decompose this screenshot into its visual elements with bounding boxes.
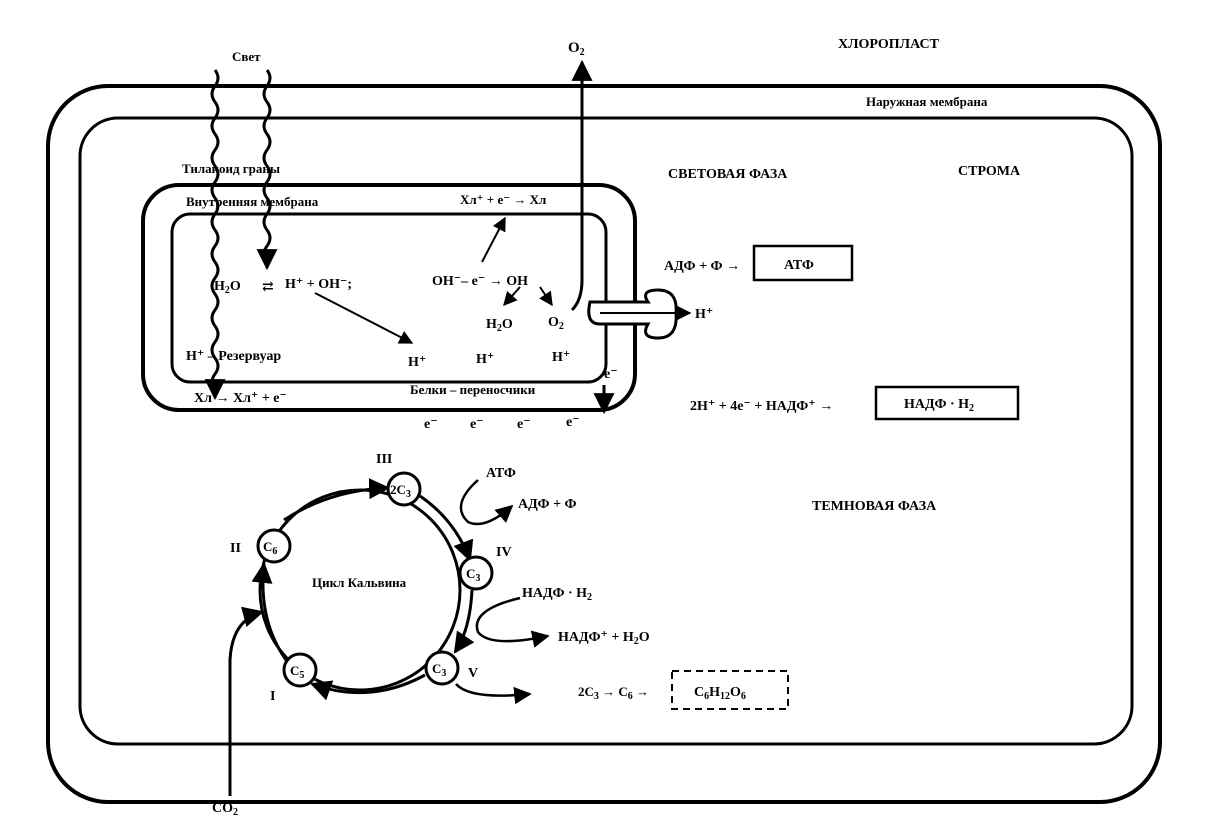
electron-1: е⁻ xyxy=(424,417,438,432)
electron-3: е⁻ xyxy=(517,417,531,432)
o2-top-label: O2 xyxy=(568,40,585,58)
inner-membrane-label: Внутренняя мембрана xyxy=(186,194,319,209)
outer-membrane-label: Наружная мембрана xyxy=(866,94,988,109)
diagram-title: ХЛОРОПЛАСТ xyxy=(838,37,940,52)
c5-node xyxy=(282,652,318,688)
adp-output-label: АДФ + Ф xyxy=(518,497,577,512)
inner-membrane-shape xyxy=(78,116,1134,746)
2c3-node xyxy=(386,471,422,507)
stage-5-label: V xyxy=(468,666,478,681)
light-label: Свет xyxy=(232,49,261,64)
thylakoid-outer xyxy=(141,183,637,412)
h-plus-out-label: H⁺ xyxy=(695,307,713,322)
2c3-node-label: 2C3 xyxy=(390,482,411,500)
reservoir-label: H⁺ – Резервуар xyxy=(186,349,281,364)
water-split-label: H⁺ + OH⁻; xyxy=(285,277,352,292)
atp-box xyxy=(752,244,854,282)
nadp-reaction-label: 2H⁺ + 4е⁻ + НАДФ⁺ → xyxy=(690,399,833,414)
nadph-input-label: НАДФ · H2 xyxy=(522,586,592,603)
c3-top-node-label: C3 xyxy=(466,566,480,584)
dark-phase-label: ТЕМНОВАЯ ФАЗА xyxy=(812,499,937,514)
electron-2: е⁻ xyxy=(470,417,484,432)
electron-4: е⁻ xyxy=(566,415,580,430)
svg-text:⇄: ⇄ xyxy=(262,280,274,295)
atp-box-label: АТФ xyxy=(784,258,814,273)
adp-p-label: АДФ + Ф → xyxy=(664,259,740,274)
oh-reaction-label: OH⁻– е⁻ → OH xyxy=(432,274,528,289)
thylakoid-label: Тилакоид граны xyxy=(182,161,280,176)
thylakoid-inner xyxy=(170,212,608,384)
calvin-cycle-label: Цикл Кальвина xyxy=(312,575,407,590)
light-ray-left xyxy=(204,69,226,401)
stage-3-label: III xyxy=(376,452,392,467)
c5-node-label: C5 xyxy=(290,663,304,681)
electron-right: е⁻ xyxy=(604,367,618,382)
glucose-equation: 2C3 → C6 → xyxy=(578,684,649,702)
c3-node-bottom xyxy=(424,650,460,686)
nadph-box-label: НАДФ · H2 xyxy=(904,397,974,414)
nadp-output-label: НАДФ⁺ + H2O xyxy=(558,630,650,647)
atp-input-label: АТФ xyxy=(486,466,516,481)
c3-bottom-node-label: C3 xyxy=(432,661,446,679)
glucose-box xyxy=(671,670,789,710)
o2-inner-label: O2 xyxy=(548,315,564,332)
h-plus-3: H⁺ xyxy=(552,350,570,365)
stage-2-label: II xyxy=(230,541,241,556)
h-plus-2: H⁺ xyxy=(476,352,494,367)
glucose-label: C6H12O6 xyxy=(694,685,746,702)
c3-node-top xyxy=(458,555,494,591)
h2o-right-label: H2O xyxy=(486,317,513,334)
stroma-label: СТРОМА xyxy=(958,164,1021,179)
chl-excite-label: Хл → Хл⁺ + е⁻ xyxy=(194,391,287,406)
co2-label: CO2 xyxy=(212,801,238,816)
stage-4-label: IV xyxy=(496,545,512,560)
carriers-label: Белки – переносчики xyxy=(410,382,536,397)
c6-node-label: C6 xyxy=(263,539,277,557)
h-plus-1: H⁺ xyxy=(408,355,426,370)
outer-membrane-shape xyxy=(46,84,1162,804)
chl-reduction-label: Хл⁺ + е⁻ → Хл xyxy=(460,192,546,207)
nadph-box xyxy=(874,385,1020,421)
light-ray-right xyxy=(256,69,278,271)
h2o-left-label: H2O xyxy=(214,279,241,296)
stage-1-label: I xyxy=(270,689,275,704)
c6-node xyxy=(256,528,292,564)
light-phase-label: СВЕТОВАЯ ФАЗА xyxy=(668,167,788,182)
